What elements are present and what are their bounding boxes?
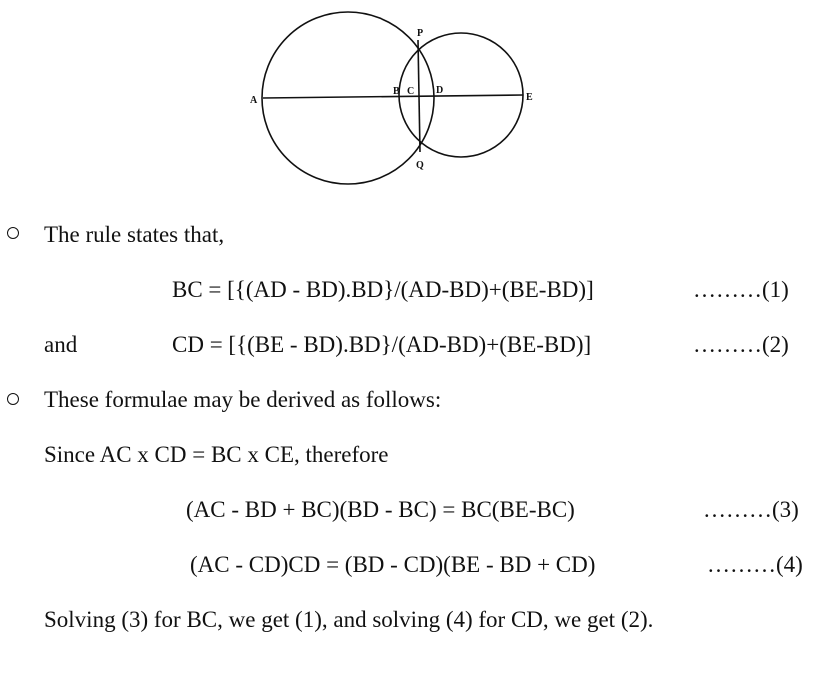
equation-3-number: ………(3) xyxy=(703,497,799,522)
point-label-C: C xyxy=(407,86,414,97)
derive-intro-text: These formulae may be derived as follows… xyxy=(44,387,442,412)
point-label-A: A xyxy=(250,95,258,106)
intro-text: The rule states that, xyxy=(44,222,225,247)
conclusion-text: Solving (3) for BC, we get (1), and solv… xyxy=(44,607,654,632)
equation-1-number: ………(1) xyxy=(693,277,789,302)
point-label-P: P xyxy=(417,28,423,39)
bullet-marker xyxy=(7,227,19,239)
equation-3: (AC - BD + BC)(BD - BC) = BC(BE-BC) xyxy=(186,497,575,522)
point-label-B: B xyxy=(393,86,400,97)
equation-1: BC = [{(AD - BD).BD}/(AD-BD)+(BE-BD)] xyxy=(172,277,594,302)
bullet-marker xyxy=(7,393,19,405)
equation-2-number: ………(2) xyxy=(693,332,789,357)
equation-4-number: ………(4) xyxy=(707,552,803,577)
diameter-line-AE xyxy=(262,94,524,99)
and-label: and xyxy=(44,332,78,357)
equation-2: CD = [{(BE - BD).BD}/(AD-BD)+(BE-BD)] xyxy=(172,332,592,357)
chord-PQ xyxy=(417,39,421,153)
two-circles-figure: A B C D E P Q xyxy=(250,11,533,185)
large-circle xyxy=(261,11,435,185)
equation-4: (AC - CD)CD = (BD - CD)(BE - BD + CD) xyxy=(190,552,596,577)
since-line-text: Since AC x CD = BC x CE, therefore xyxy=(44,442,389,467)
point-label-Q: Q xyxy=(416,160,424,171)
point-label-D: D xyxy=(436,85,443,96)
point-label-E: E xyxy=(526,92,533,103)
